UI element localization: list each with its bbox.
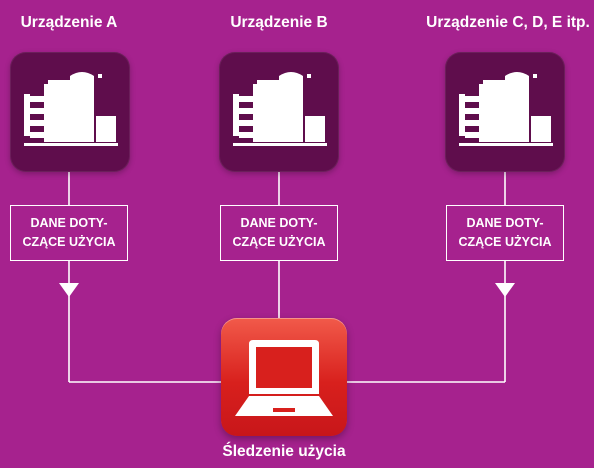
- usage-data-label-line1: DANE DOTY-: [466, 216, 544, 230]
- printer-icon: [24, 72, 118, 146]
- usage-tracker-tile: [221, 318, 347, 436]
- usage-data-box-c: DANE DOTY- CZĄCE UŻYCIA: [446, 205, 564, 261]
- device-b-tile: [219, 52, 339, 172]
- device-a-title: Urządzenie A: [20, 14, 118, 31]
- usage-data-box-b: DANE DOTY- CZĄCE UŻYCIA: [220, 205, 338, 261]
- arrow-a: [59, 283, 79, 297]
- usage-data-label-line1: DANE DOTY-: [240, 216, 318, 230]
- usage-data-box-a: DANE DOTY- CZĄCE UŻYCIA: [10, 205, 128, 261]
- device-a-tile: [10, 52, 130, 172]
- arrow-c: [495, 283, 515, 297]
- usage-data-label-line2: CZĄCE UŻYCIA: [22, 235, 116, 249]
- laptop-icon: [235, 340, 333, 416]
- usage-tracker-title: Śledzenie użycia: [222, 443, 346, 460]
- device-b-title: Urządzenie B: [230, 14, 328, 31]
- usage-data-label-line2: CZĄCE UŻYCIA: [458, 235, 552, 249]
- device-c-title: Urządzenie C, D, E itp.: [426, 14, 590, 31]
- printer-icon: [233, 72, 327, 146]
- printer-icon: [459, 72, 553, 146]
- device-c-tile: [445, 52, 565, 172]
- usage-data-label-line2: CZĄCE UŻYCIA: [232, 235, 326, 249]
- usage-data-label-line1: DANE DOTY-: [30, 216, 108, 230]
